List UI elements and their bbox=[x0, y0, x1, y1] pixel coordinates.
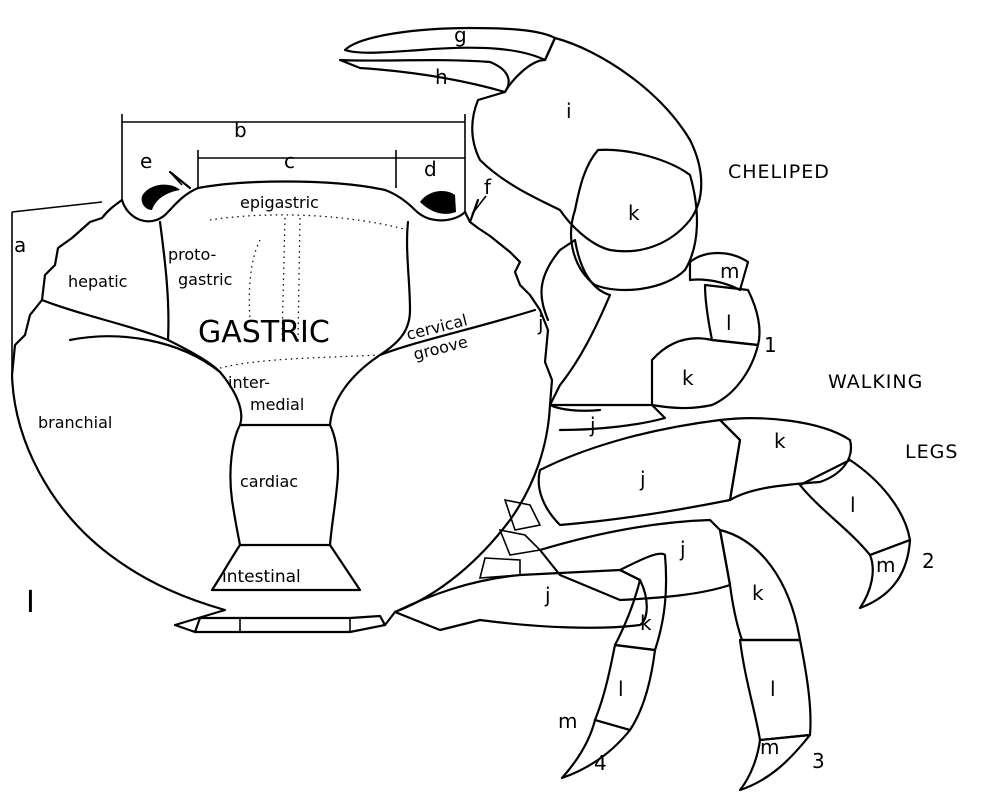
labels: GASTRIC epigastric proto- gastric hepati… bbox=[14, 23, 958, 775]
label-branchial: branchial bbox=[38, 413, 112, 432]
letter-m-leg2: m bbox=[876, 553, 895, 577]
coxa-3 bbox=[480, 558, 520, 578]
cheliped-finger-h bbox=[340, 60, 509, 92]
letter-a: a bbox=[14, 233, 26, 257]
letter-m-leg4: m bbox=[558, 709, 577, 733]
letter-l-leg1: l bbox=[726, 311, 732, 335]
letter-k-leg4: k bbox=[640, 611, 652, 635]
letter-f: f bbox=[484, 175, 492, 199]
letter-d: d bbox=[424, 157, 437, 181]
label-gastric: GASTRIC bbox=[198, 315, 330, 350]
label-cardiac: cardiac bbox=[240, 472, 298, 491]
label-intermedial-2: medial bbox=[250, 395, 304, 414]
letter-j-leg1: j bbox=[589, 413, 596, 437]
label-legs: LEGS bbox=[905, 441, 958, 463]
leader-e bbox=[170, 172, 182, 185]
letter-k-leg1: k bbox=[682, 366, 694, 390]
number-leg2: 2 bbox=[922, 549, 935, 573]
cheliped bbox=[340, 28, 701, 411]
front-margin bbox=[198, 182, 385, 191]
leg3-merus-j bbox=[540, 520, 730, 600]
letter-j-cheliped: j bbox=[537, 311, 544, 335]
coxa-2 bbox=[500, 530, 540, 555]
letter-k-leg2: k bbox=[774, 429, 786, 453]
letter-k-cheliped: k bbox=[628, 201, 640, 225]
number-leg1: 1 bbox=[764, 333, 777, 357]
intermedial-dotted-line bbox=[220, 355, 380, 368]
label-epigastric: epigastric bbox=[240, 193, 319, 212]
right-eye-icon bbox=[420, 191, 456, 214]
label-walking: WALKING bbox=[828, 371, 923, 393]
leg1-carpus-k bbox=[652, 338, 758, 408]
hepatic-boundary bbox=[42, 300, 168, 340]
leg4-merus-j bbox=[395, 570, 647, 630]
leg-bases bbox=[480, 500, 540, 578]
leg4-carpus-k bbox=[615, 554, 666, 650]
letter-l-leg4: l bbox=[618, 677, 624, 701]
coxa-1 bbox=[505, 500, 540, 530]
letter-j-leg4: j bbox=[544, 583, 551, 607]
letter-h: h bbox=[435, 65, 448, 89]
epigastric-dotted-line bbox=[210, 215, 408, 230]
letter-l-leg3: l bbox=[770, 677, 776, 701]
label-intestinal: intestinal bbox=[222, 567, 301, 587]
letter-i: i bbox=[566, 99, 572, 123]
protogastric-dotted bbox=[249, 240, 260, 320]
measure-a-line bbox=[12, 202, 102, 212]
label-protogastric-1: proto- bbox=[168, 245, 216, 264]
label-hepatic: hepatic bbox=[68, 272, 127, 291]
letter-m-leg3: m bbox=[760, 735, 779, 759]
label-protogastric-2: gastric bbox=[178, 270, 232, 289]
letter-k-leg3: k bbox=[752, 581, 764, 605]
leg1-propodus-l bbox=[705, 285, 760, 345]
leg4-propodus-l bbox=[595, 645, 655, 730]
letter-l-leg2: l bbox=[850, 493, 856, 517]
walking-leg-4 bbox=[395, 554, 666, 778]
letter-m-leg1: m bbox=[720, 259, 739, 283]
number-leg4: 4 bbox=[594, 751, 607, 775]
letter-j-leg2: j bbox=[639, 467, 646, 491]
cheliped-propodus-i bbox=[472, 38, 701, 251]
label-cheliped: CHELIPED bbox=[728, 161, 830, 183]
number-leg3: 3 bbox=[812, 749, 825, 773]
letter-e: e bbox=[140, 149, 152, 173]
letter-b: b bbox=[234, 118, 247, 142]
letter-j-leg3: j bbox=[679, 537, 686, 561]
cheliped-finger-g bbox=[345, 28, 555, 60]
letter-g: g bbox=[454, 23, 467, 47]
letter-c: c bbox=[284, 149, 295, 173]
figure-number: I bbox=[26, 585, 35, 620]
label-intermedial-1: inter- bbox=[228, 373, 270, 392]
